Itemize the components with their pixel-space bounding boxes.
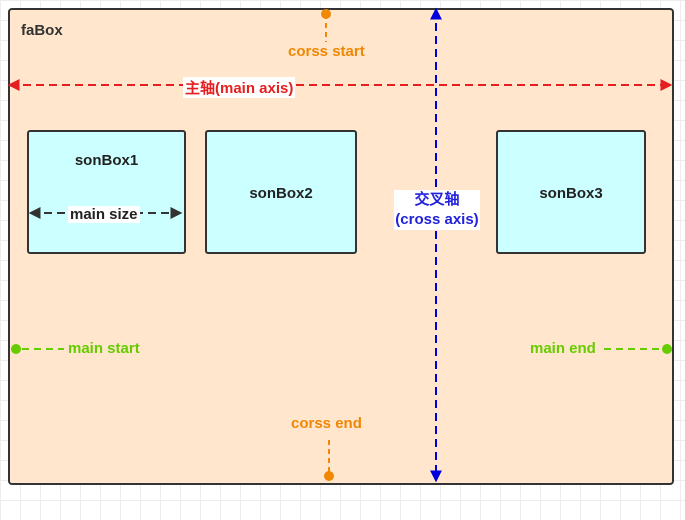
sonbox-3-label: sonBox3: [539, 185, 603, 202]
main-size-label: main size: [68, 206, 140, 223]
cross-start-dot: [321, 9, 331, 19]
sonbox-1: sonBox1: [27, 130, 186, 254]
main-axis-label: 主轴(main axis): [183, 77, 296, 98]
main-start-dot: [11, 344, 21, 354]
cross-end-label: corss end: [291, 415, 362, 432]
cross-axis-label-line1: 交叉轴: [414, 191, 460, 208]
main-end-dot: [662, 344, 672, 354]
main-start-label: main start: [68, 340, 140, 357]
cross-end-dot: [324, 471, 334, 481]
cross-axis-label-line2: (cross axis): [395, 211, 479, 228]
sonbox-1-label: sonBox1: [74, 152, 139, 169]
fabox-label: faBox: [21, 22, 63, 39]
sonbox-2: sonBox2: [205, 130, 357, 254]
sonbox-2-label: sonBox2: [249, 185, 313, 202]
main-end-label: main end: [530, 340, 596, 357]
sonbox-3: sonBox3: [496, 130, 646, 254]
cross-start-label: corss start: [288, 43, 365, 60]
cross-axis-label: 交叉轴 (cross axis): [394, 190, 480, 230]
